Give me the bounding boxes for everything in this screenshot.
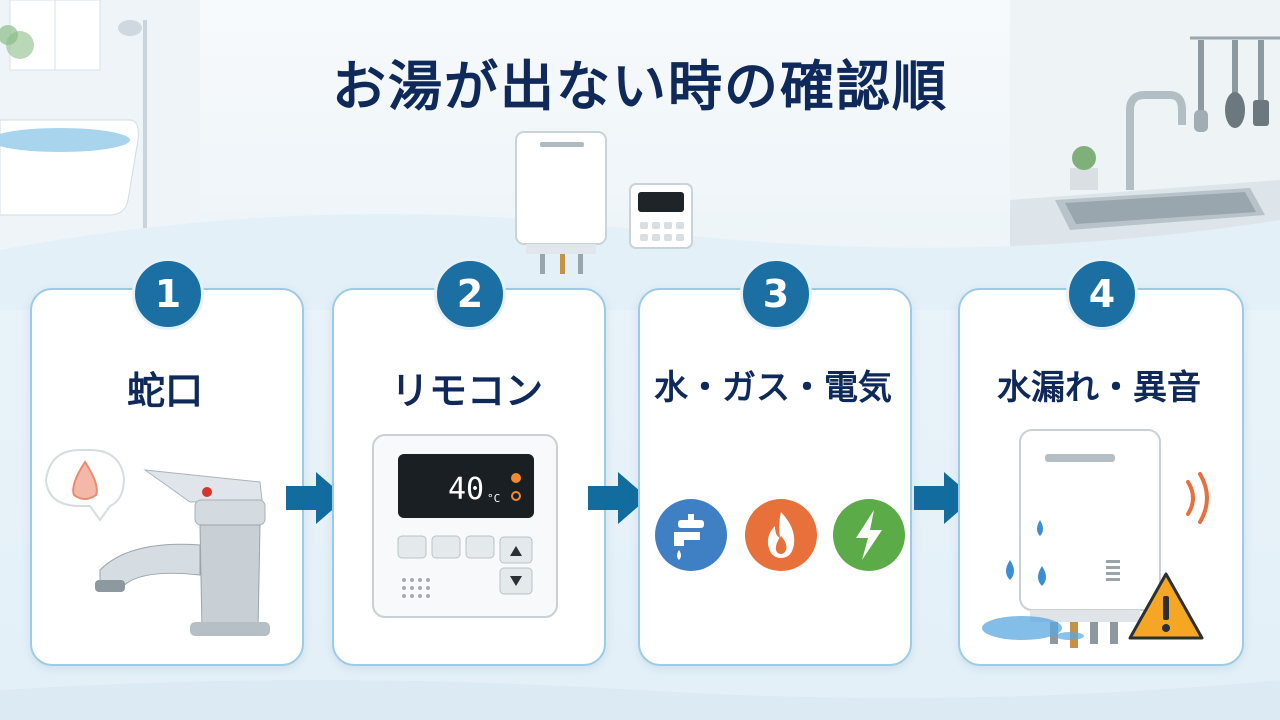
step-label-3: 水・ガス・電気	[654, 368, 892, 408]
water-tap-icon	[655, 499, 727, 571]
kitchen-illustration	[1010, 0, 1280, 250]
small-remote-icon	[629, 183, 693, 249]
wave-decoration	[0, 214, 1280, 310]
faucet-icon	[44, 449, 270, 636]
step-label-1: 蛇口	[126, 369, 203, 413]
remote-control-icon: 40 °C	[372, 434, 558, 618]
step-number-1: 1	[132, 258, 204, 330]
step-number-3: 3	[740, 258, 812, 330]
remote-temperature: 40	[448, 472, 484, 507]
electricity-icon	[833, 499, 905, 571]
step-label-4: 水漏れ・異音	[997, 368, 1201, 408]
step-number-2: 2	[434, 258, 506, 330]
arrow-right-icon	[286, 472, 346, 524]
bottom-wave-decoration	[0, 680, 1280, 720]
remote-unit: °C	[487, 492, 500, 505]
page-title: お湯が出ない時の確認順	[332, 55, 948, 118]
water-heater-icon	[515, 131, 607, 274]
step-card-3	[638, 288, 912, 666]
gas-flame-icon	[745, 499, 817, 571]
water-heater-leak-icon	[982, 429, 1209, 648]
arrow-right-icon	[588, 472, 648, 524]
bathroom-illustration	[0, 0, 200, 250]
step-number-4: 4	[1066, 258, 1138, 330]
step-label-2: リモコン	[390, 369, 543, 413]
